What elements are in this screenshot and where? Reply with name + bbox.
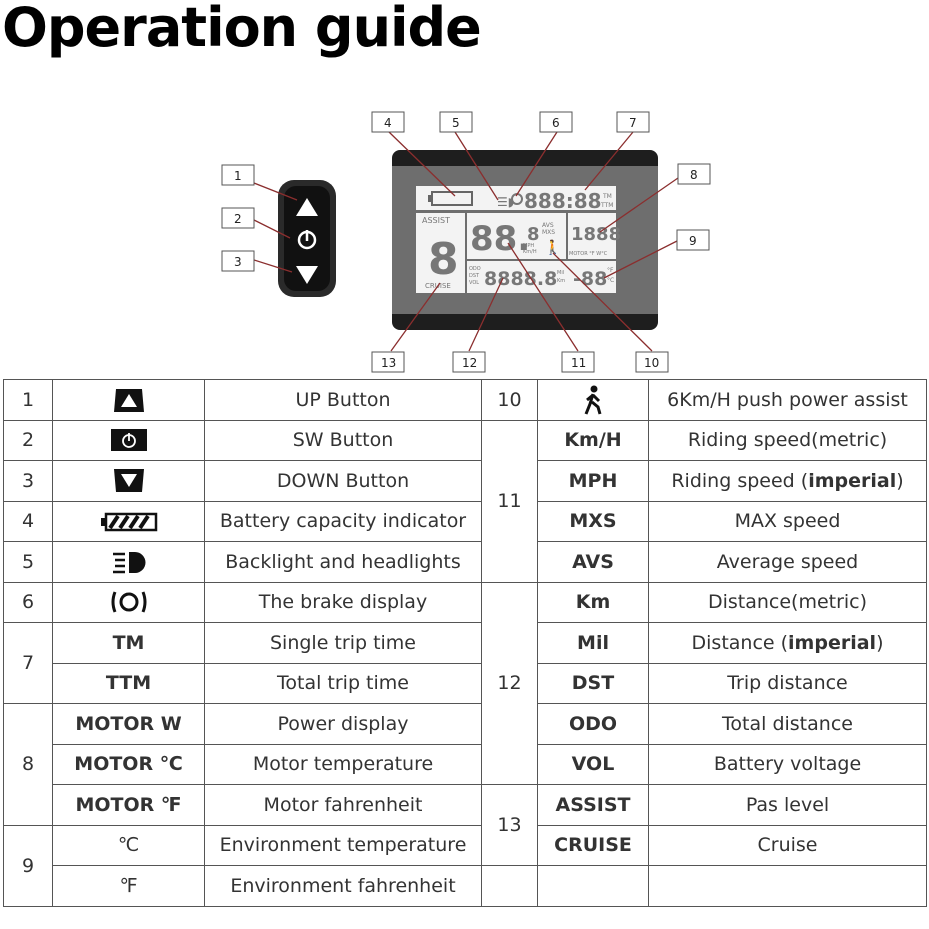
svg-text:11: 11 [571, 356, 586, 370]
table-row: 9 ℃ Environment temperature CRUISE Cruis… [3, 824, 927, 907]
svg-text:MXS: MXS [542, 229, 555, 236]
svg-text:13: 13 [381, 356, 396, 370]
table-row: MOTOR ℃ Motor temperature VOL Battery vo… [4, 743, 927, 785]
svg-text:12: 12 [462, 356, 477, 370]
pedestrian-icon: 🚶 [544, 239, 561, 256]
svg-text:TTM: TTM [600, 202, 613, 209]
svg-text:88.: 88. [470, 219, 530, 259]
svg-text:5: 5 [452, 116, 460, 130]
svg-text:°C: °C [607, 277, 614, 284]
table-row: 6 The brake display 12 Km Distance(metri… [3, 581, 927, 785]
table-row: 1 UP Button 10 6Km/H push power assist [3, 379, 927, 421]
lcd-display: ☰◗ 888:88 TM TTM ASSIST 8 CRUISE 88. 8 A… [392, 150, 658, 330]
up-button-icon [113, 388, 144, 412]
svg-text:MPH: MPH [523, 243, 534, 249]
down-button-icon [113, 468, 144, 492]
operation-table: 1 UP Button 10 6Km/H push power assist 2… [3, 379, 927, 907]
power-button-icon [110, 429, 147, 452]
svg-text:ASSIST: ASSIST [422, 216, 450, 225]
svg-text:TM: TM [602, 193, 612, 200]
svg-text:8: 8 [527, 224, 540, 245]
svg-text:2: 2 [234, 212, 242, 226]
table-row: 5 Backlight and headlights AVS Average s… [3, 541, 927, 583]
table-row: 3 DOWN Button MPH Riding speed (imperial… [3, 460, 927, 502]
table-row: 2 SW Button 11 Km/H Riding speed(metric) [3, 419, 927, 583]
table-row: 7 TM Single trip time Mil Distance (impe… [3, 622, 927, 704]
svg-text:☰◗: ☰◗ [497, 195, 514, 209]
svg-text:VOL: VOL [469, 280, 479, 286]
table-row: 8 MOTOR W Power display ODO Total distan… [3, 703, 927, 826]
svg-text:°F: °F [607, 267, 614, 274]
button-pad [278, 180, 336, 297]
svg-text:Km: Km [557, 278, 565, 284]
page-title: Operation guide [2, 0, 482, 59]
display-diagram: ☰◗ 888:88 TM TTM ASSIST 8 CRUISE 88. 8 A… [221, 111, 711, 373]
table-row: TTM Total trip time DST Trip distance [4, 662, 927, 704]
svg-text:DST: DST [469, 273, 480, 279]
svg-text:8: 8 [428, 234, 459, 285]
svg-text:4: 4 [384, 116, 392, 130]
svg-text:6: 6 [552, 116, 560, 130]
table-row: MOTOR ℉ Motor fahrenheit 13 ASSIST Pas l… [4, 784, 927, 866]
svg-text:888:88: 888:88 [524, 189, 602, 213]
svg-text:8: 8 [690, 168, 698, 182]
up-arrow-icon [296, 198, 318, 216]
svg-text:Km/H: Km/H [523, 249, 537, 255]
svg-text:9: 9 [689, 234, 697, 248]
svg-text:1: 1 [234, 169, 242, 183]
table-row: 4 Battery capacity indicator MXS MAX spe… [3, 500, 927, 542]
svg-text:3: 3 [234, 255, 242, 269]
svg-text:7: 7 [629, 116, 637, 130]
svg-text:AVS: AVS [542, 222, 554, 229]
svg-text:-88: -88 [573, 268, 607, 290]
callout-boxes: 1 2 3 4 5 6 7 8 9 10 11 12 13 [221, 111, 711, 373]
brake-icon [111, 591, 146, 613]
svg-text:8888.8: 8888.8 [484, 268, 557, 290]
table-row: ℉ Environment fahrenheit [4, 865, 927, 907]
svg-text:Mil: Mil [557, 270, 564, 276]
pedestrian-icon [584, 385, 602, 415]
headlight-icon [112, 551, 145, 573]
svg-text:1888: 1888 [571, 224, 621, 245]
svg-text:ODO: ODO [469, 266, 481, 272]
down-arrow-icon [296, 266, 318, 284]
svg-text:10: 10 [644, 356, 659, 370]
callout-lines [253, 131, 679, 352]
svg-text:MOTOR °F W°C: MOTOR °F W°C [569, 251, 608, 257]
battery-icon [100, 512, 157, 531]
